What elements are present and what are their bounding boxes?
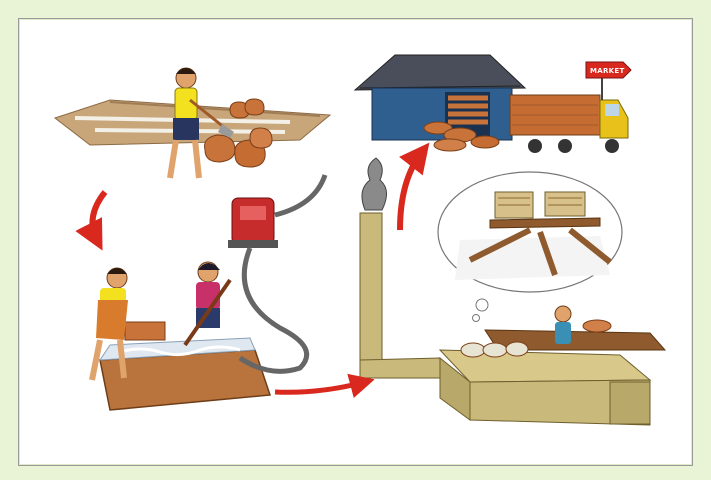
brine-tank-scene (92, 175, 325, 410)
water-pump (228, 198, 278, 248)
flow-arrow-tank-to-kiln (275, 382, 365, 392)
market-sign-text: MARKET (590, 67, 625, 75)
chimney (360, 213, 382, 363)
warehouse-scene: MARKET (355, 55, 631, 153)
thought-bubble (438, 172, 622, 322)
market-sign: MARKET (586, 62, 631, 100)
salt-field-scene (55, 68, 330, 178)
warehouse-roof (355, 55, 525, 90)
worker-pumping (185, 262, 230, 345)
flue-pipe (360, 358, 440, 378)
flow-arrow-field-to-tank (93, 192, 106, 240)
flow-arrow-kiln-to-warehouse (400, 152, 422, 230)
chimney-smoke (362, 158, 387, 210)
delivery-truck (510, 95, 628, 153)
worker-at-kiln (555, 306, 571, 344)
